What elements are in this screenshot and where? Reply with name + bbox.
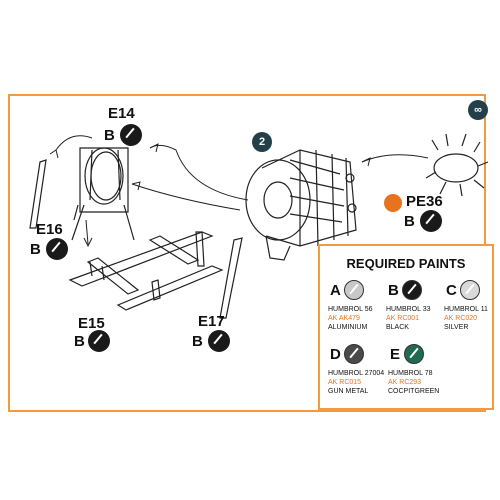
paint-letter: E <box>390 346 401 363</box>
paint-brand: HUMBROL 27004 <box>328 370 385 377</box>
required-paints-panel: REQUIRED PAINTS A HUMBROL 56 AK AK479 AL… <box>318 244 494 410</box>
rod-part-right <box>219 237 243 319</box>
paint-ak-code: AK AK479 <box>328 315 360 322</box>
color-code-e17: B <box>192 333 203 350</box>
color-code-e15: B <box>74 333 85 350</box>
paint-brush-icon <box>344 344 364 364</box>
part-label-e14: E14 <box>108 105 135 122</box>
paint-brush-icon <box>404 344 424 364</box>
paint-brush-icon <box>208 330 230 352</box>
ring-frame-part <box>71 147 135 241</box>
paint-name: COCPITGREEN <box>388 388 440 395</box>
exhaust-cage-part <box>425 133 489 197</box>
part-label-pe36: PE36 <box>406 193 443 210</box>
ladder-frame-part <box>68 231 224 311</box>
paint-letter: B <box>388 282 399 299</box>
color-code-e16: B <box>30 241 41 258</box>
paint-letter: C <box>446 282 457 299</box>
rod-part-left <box>29 159 47 229</box>
step-badge-engine: 2 <box>252 132 272 152</box>
paint-brush-icon <box>420 210 442 232</box>
paint-ak-code: AK RC015 <box>328 379 362 386</box>
paint-brush-icon <box>402 280 422 300</box>
photo-etch-icon <box>384 194 402 212</box>
paint-ak-code: AK RC020 <box>444 315 478 322</box>
paint-brush-icon <box>120 124 142 146</box>
paint-name: BLACK <box>386 324 409 331</box>
paint-letter: A <box>330 282 341 299</box>
paint-brush-icon <box>460 280 480 300</box>
paint-brand: HUMBROL 33 <box>386 306 431 313</box>
paint-brush-icon <box>46 238 68 260</box>
paint-brush-icon <box>344 280 364 300</box>
paint-brush-icon <box>88 330 110 352</box>
assembly-arrows <box>49 135 429 248</box>
part-label-e16: E16 <box>36 221 63 238</box>
paint-brand: HUMBROL 11 <box>444 306 488 313</box>
paint-ak-code: AK RC293 <box>388 379 422 386</box>
paint-letter: D <box>330 346 341 363</box>
paints-title: REQUIRED PAINTS <box>346 256 466 271</box>
paint-name: GUN METAL <box>328 388 369 395</box>
color-code-e14: B <box>104 127 115 144</box>
paint-brand: HUMBROL 56 <box>328 306 373 313</box>
paint-ak-code: AK RC001 <box>386 315 420 322</box>
part-label-e17: E17 <box>198 313 225 330</box>
paint-name: SILVER <box>444 324 469 331</box>
paint-brand: HUMBROL 78 <box>388 370 433 377</box>
paint-name: ALUMINIUM <box>328 324 368 331</box>
step-badge-cage: ∞ <box>468 100 488 120</box>
part-label-e15: E15 <box>78 315 105 332</box>
color-code-pe36: B <box>404 213 415 230</box>
